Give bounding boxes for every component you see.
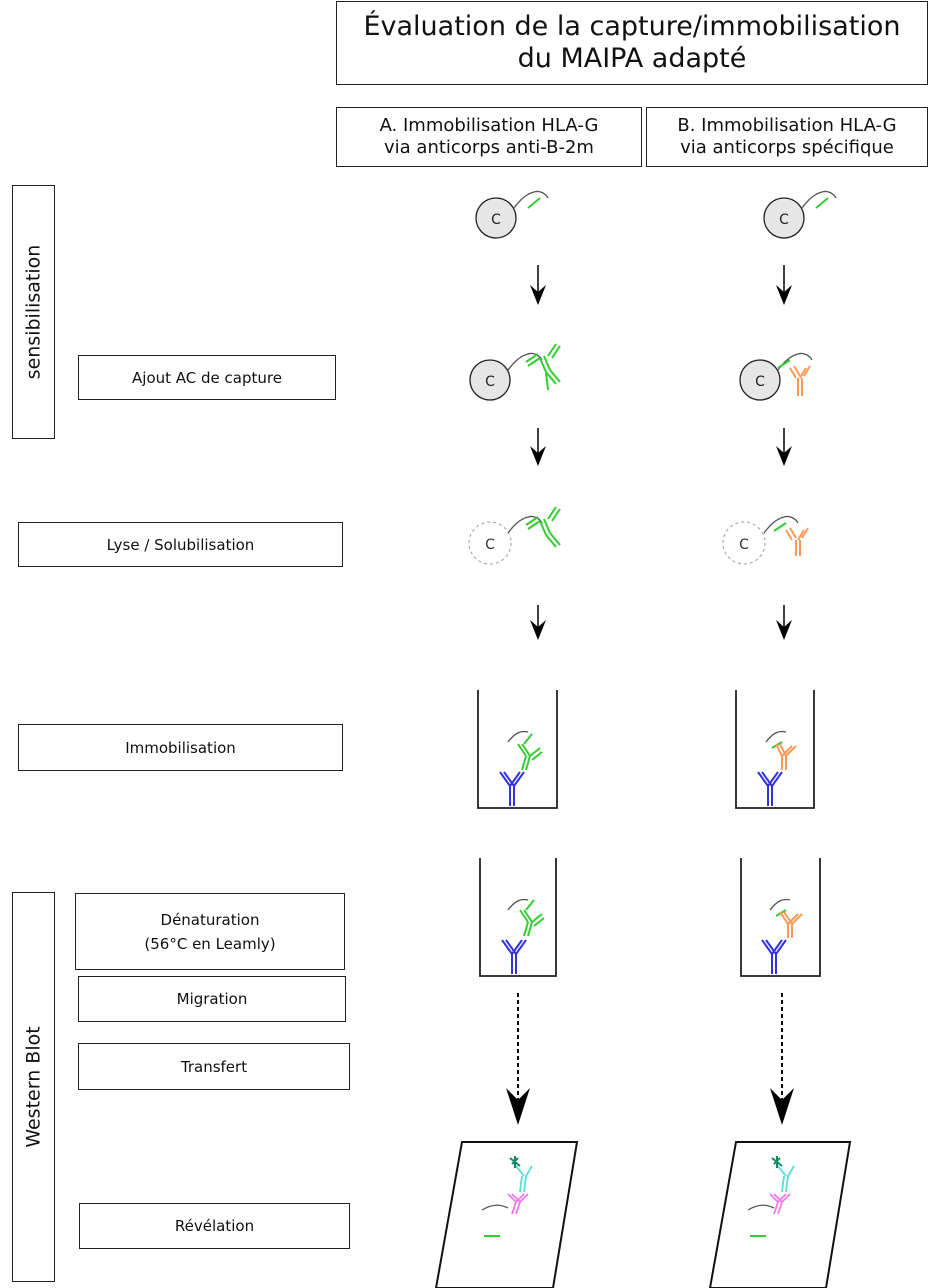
svg-text:C: C [485,537,495,553]
membrane-revelation-a [434,1141,579,1288]
membrane-revelation-b [708,1141,852,1288]
well-denaturation-a [479,858,557,977]
cell-with-antigen-b: C [763,190,837,239]
step-transfert: Transfert [78,1043,350,1090]
step-denaturation: Dénaturation (56°C en Leamly) [75,893,345,970]
section-sensibilisation: sensibilisation [12,185,55,439]
title-line-1: Évaluation de la capture/immobilisation [363,11,901,42]
step-revelation: Révélation [79,1203,350,1249]
lysed-cell-a: C [468,506,561,565]
step-ajout-label: Ajout AC de capture [132,368,282,387]
step-migration-label: Migration [176,990,248,1008]
svg-text:C: C [779,212,789,228]
title-line-2: du MAIPA adapté [517,43,747,74]
arrow-down-a-3 [530,605,546,640]
svg-text:C: C [755,374,765,390]
arrow-down-b-2 [776,428,792,466]
arrow-down-a-2 [530,428,546,466]
well-immobilisation-b [735,690,815,809]
section-western-blot: Western Blot [12,892,55,1282]
step-revelation-label: Révélation [174,1217,255,1235]
column-header-a: A. Immobilisation HLA-G via anticorps an… [336,107,642,167]
arrow-down-b-3 [776,605,792,640]
step-denaturation-line-1: Dénaturation [160,910,260,929]
cell-capture-antibody-a: C [469,343,561,401]
lysed-cell-b: C [722,515,809,565]
step-ajout-ac-capture: Ajout AC de capture [78,355,336,400]
column-b-line-1: B. Immobilisation HLA-G [677,115,897,136]
step-denaturation-line-2: (56°C en Leamly) [144,934,276,953]
arrow-down-a-1 [530,265,546,305]
cell-capture-antibody-b: C [739,352,813,401]
diagram-title: Évaluation de la capture/immobilisation … [336,1,928,85]
well-denaturation-b [740,858,821,977]
well-immobilisation-a [477,690,558,809]
column-b-line-2: via anticorps spécifique [680,137,894,158]
column-a-line-1: A. Immobilisation HLA-G [379,115,599,136]
cell-with-antigen-a: C [475,190,549,239]
arrow-down-b-1 [776,265,792,305]
arrow-transfer-b [770,993,794,1125]
step-immobilisation: Immobilisation [18,724,343,771]
column-header-b: B. Immobilisation HLA-G via anticorps sp… [646,107,928,167]
svg-text:C: C [739,537,749,553]
step-transfert-label: Transfert [180,1057,248,1076]
step-lyse-solubilisation: Lyse / Solubilisation [18,522,343,567]
step-immobilisation-label: Immobilisation [125,738,236,757]
svg-text:C: C [491,212,501,228]
column-a-line-2: via anticorps anti-B-2m [384,137,594,158]
step-lyse-label: Lyse / Solubilisation [106,535,255,554]
step-migration: Migration [78,976,346,1022]
arrow-transfer-a [506,993,530,1125]
svg-text:C: C [485,374,495,390]
